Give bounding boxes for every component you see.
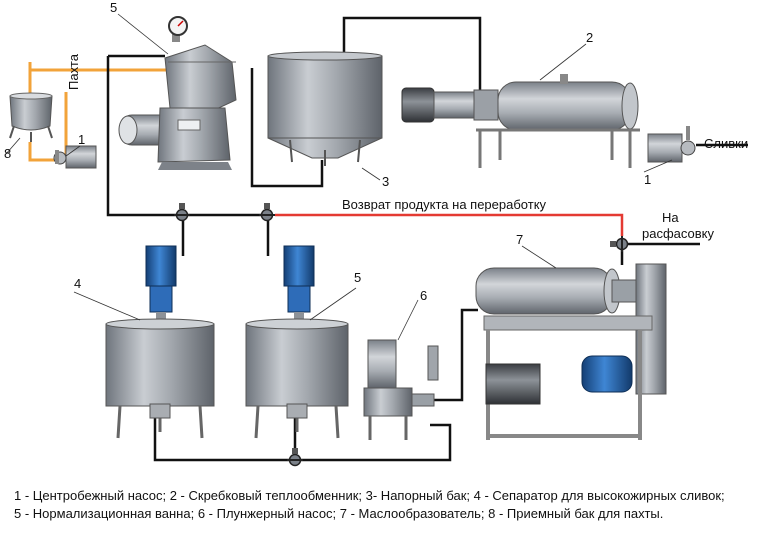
label-na: На [662, 210, 679, 225]
red-pipe-return [275, 213, 624, 236]
label-slivki: Сливки [704, 136, 749, 151]
label-return: Возврат продукта на переработку [342, 197, 547, 212]
black-pipe-bottom [153, 410, 452, 462]
pressure-tank [267, 51, 383, 166]
callout-2: 2 [586, 30, 594, 45]
scraped-surface-heat-exchanger [401, 74, 640, 168]
valve-icon [174, 203, 190, 222]
black-pipe-plunger-up [432, 308, 478, 402]
normalization-vat-right [245, 245, 349, 439]
callout-6: 6 [420, 288, 428, 303]
callout-7: 7 [516, 232, 524, 247]
buttermilk-tank [9, 92, 53, 142]
valve-icon [610, 236, 629, 252]
valves [174, 203, 629, 467]
callout-5-left: 4 [74, 276, 82, 291]
centrifugal-pump-left [53, 145, 97, 169]
centrifugal-pump-right [647, 126, 696, 163]
callout-5-right: 5 [354, 270, 362, 285]
callout-3: 3 [382, 174, 390, 189]
valve-icon [287, 448, 303, 467]
callout-8: 8 [4, 146, 12, 161]
callout-1-left: 1 [78, 132, 86, 147]
black-pipe-separator-left [106, 54, 178, 217]
black-pipe-tank3-to-hx [342, 16, 482, 90]
cream-separator [118, 16, 237, 170]
plunger-pump [363, 339, 439, 440]
legend-line-1: 1 - Центробежный насос; 2 - Скребковый т… [14, 488, 725, 503]
black-pipe-to-tank3 [250, 68, 324, 188]
butter-making-machine [475, 263, 667, 440]
callout-4: 5 [110, 0, 118, 15]
black-pipe-to-filling [620, 242, 700, 265]
valve-icon [259, 203, 275, 222]
pipes [28, 16, 748, 462]
label-pakhta: Пахта [66, 54, 81, 90]
callout-leaders [5, 13, 673, 341]
label-rasfasovku: расфасовку [642, 226, 715, 241]
normalization-vat-left [105, 245, 215, 439]
legend-line-2: 5 - Нормализационная ванна; 6 - Плунжерн… [14, 506, 664, 521]
callout-1-right: 1 [644, 172, 652, 187]
